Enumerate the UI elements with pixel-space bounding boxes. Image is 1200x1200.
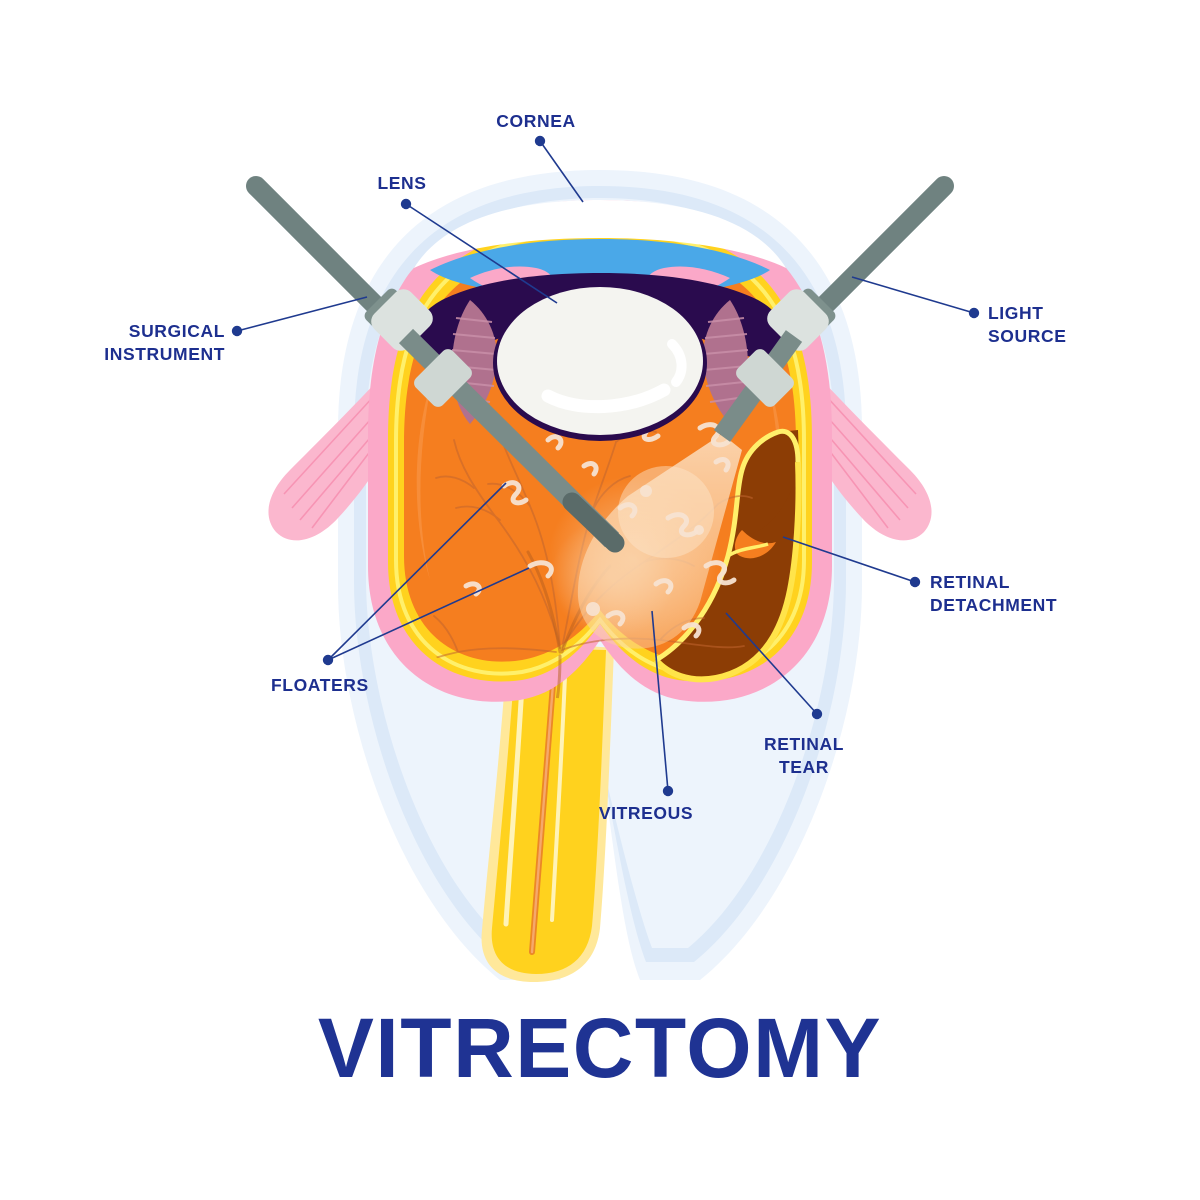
lens [493, 285, 707, 441]
leader-dot-lens [400, 198, 412, 210]
leader-dot-surgical-instrument [231, 325, 243, 337]
leader-dot-cornea [534, 135, 546, 147]
label-vitreous: VITREOUS [598, 803, 694, 823]
label-retinal-tear: RETINAL TEAR [763, 734, 845, 777]
leader-line-floaters [327, 482, 507, 661]
leader-line-retinal-tear [725, 612, 818, 715]
leader-line-retinal-detachment [782, 536, 916, 583]
label-retinal-detachment: RETINAL DETACHMENT [930, 572, 1058, 615]
leader-line-cornea [539, 140, 584, 203]
label-surgical-instrument: SURGICAL INSTRUMENT [104, 321, 225, 364]
leader-line-floaters [327, 567, 530, 661]
optic-nerve [481, 640, 614, 982]
leader-line-surgical-instrument [236, 296, 368, 332]
leader-line-light-source [851, 276, 975, 314]
light-source-probe[interactable] [713, 176, 954, 442]
page-title: VITRECTOMY [317, 1001, 883, 1095]
retinal-tear [727, 530, 776, 559]
leader-line-lens [405, 203, 558, 304]
label-cornea: CORNEA [496, 111, 576, 131]
cornea [414, 200, 786, 268]
leader-line-vitreous [651, 610, 669, 792]
label-floaters: FLOATERS [271, 675, 369, 695]
label-light-source: LIGHT SOURCE [988, 303, 1067, 346]
ciliary-body [451, 300, 749, 424]
leader-dot-floaters [322, 654, 334, 666]
leader-dot-vitreous [662, 785, 674, 797]
label-lens: LENS [377, 173, 427, 193]
leader-dot-light-source [968, 307, 980, 319]
surgical-instrument[interactable] [246, 176, 625, 553]
leader-dot-retinal-detachment [909, 576, 921, 588]
retinal-detachment [653, 428, 802, 683]
leader-lines [236, 140, 975, 792]
leader-dots [231, 135, 980, 797]
leader-dot-retinal-tear [811, 708, 823, 720]
